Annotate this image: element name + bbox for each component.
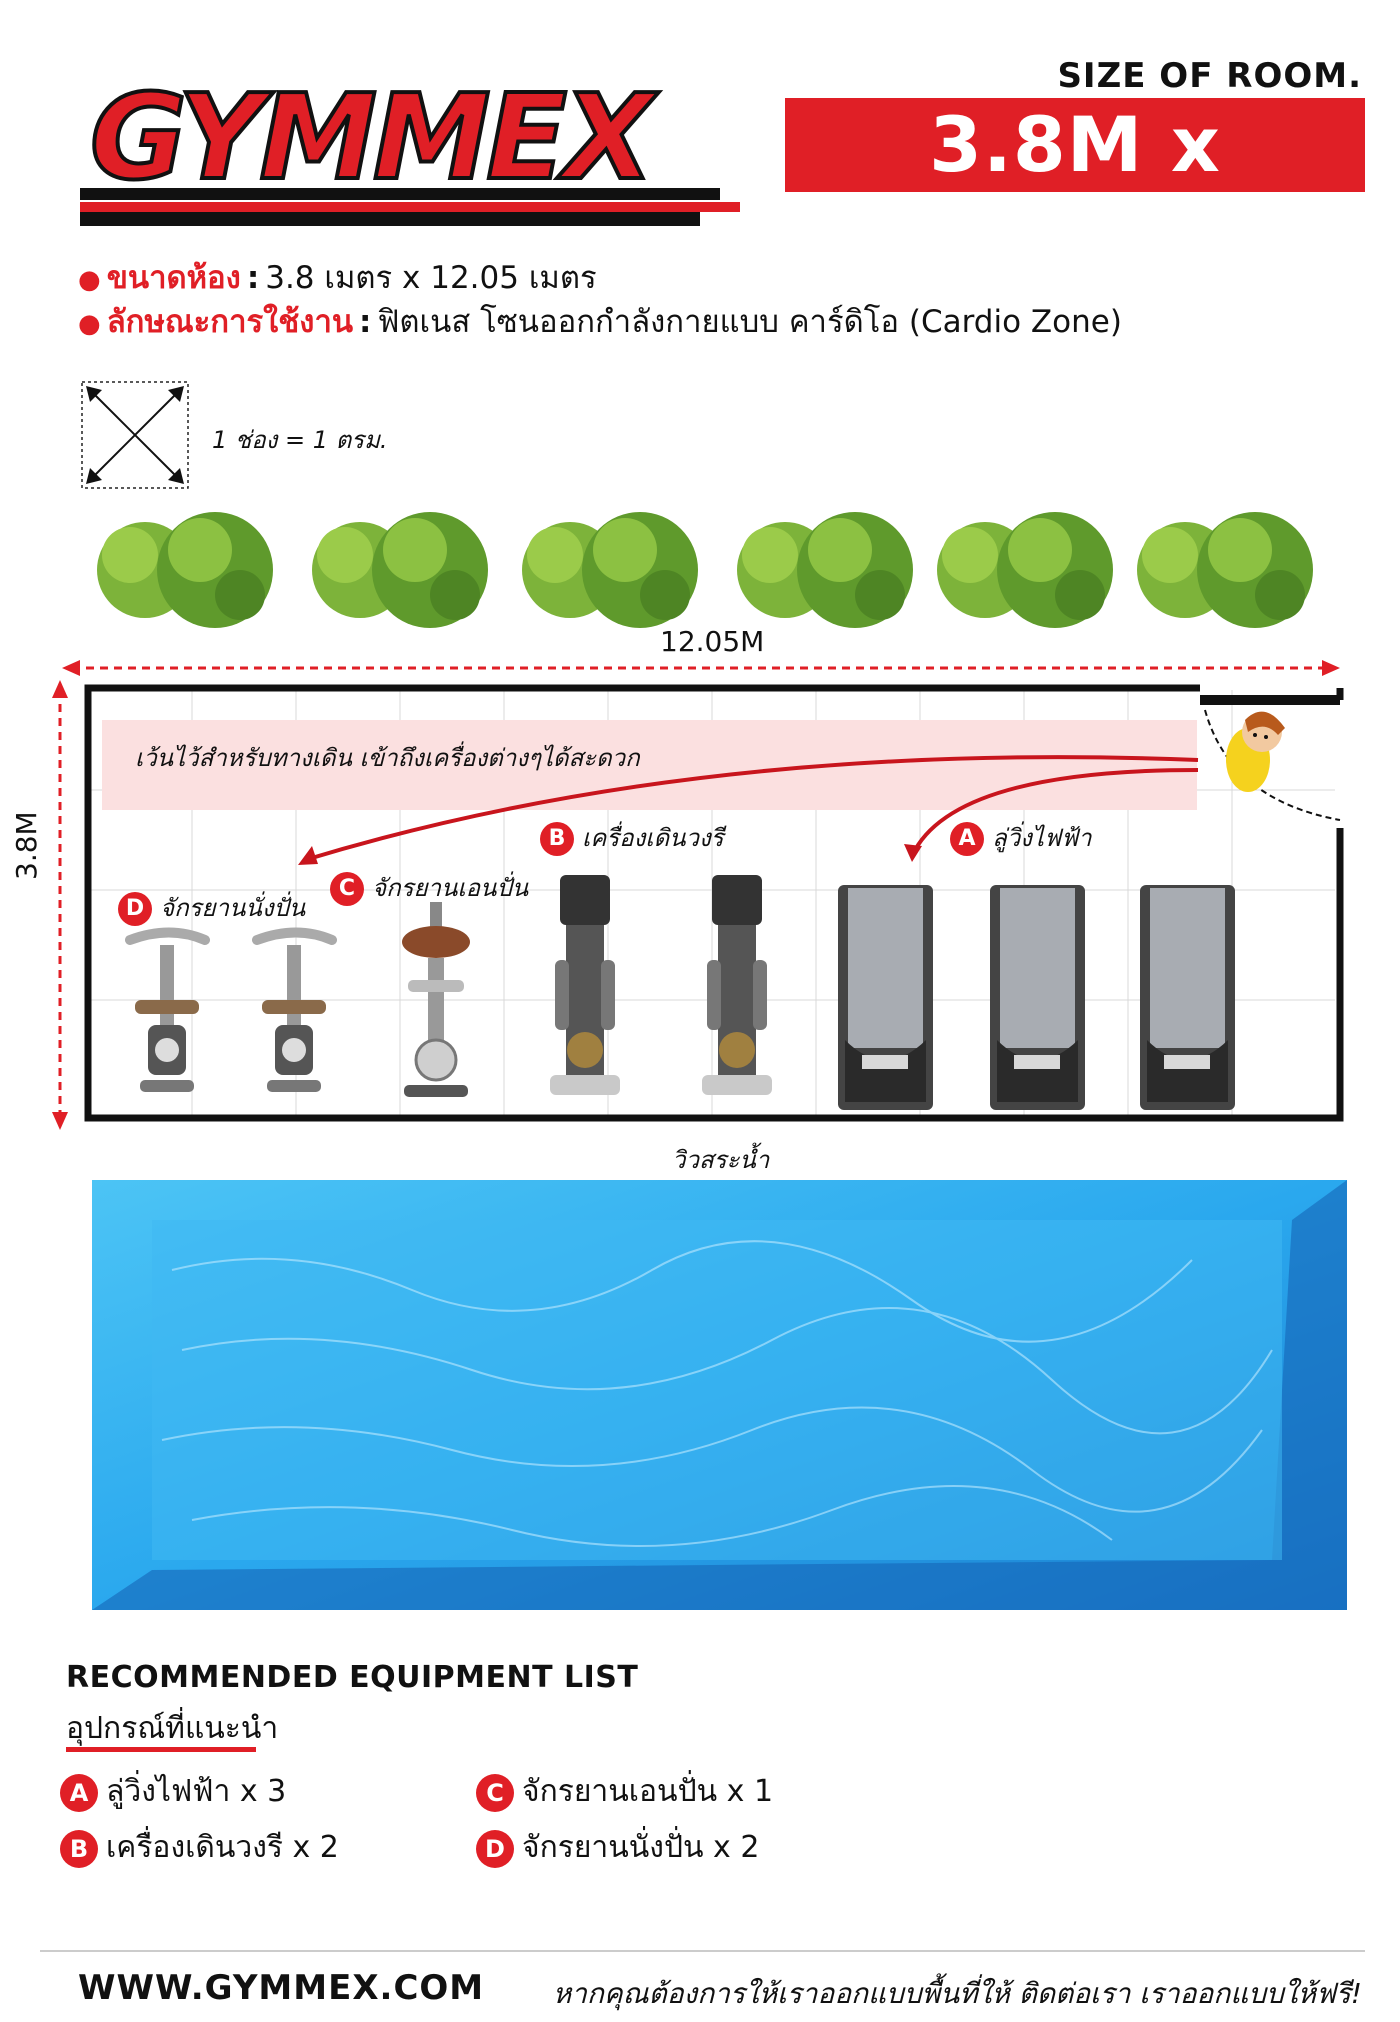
equipment-item-text: จักรยานเอนปั่น x 1 <box>522 1774 774 1809</box>
info-separator: : <box>246 260 260 296</box>
swimming-pool-image <box>92 1180 1347 1610</box>
svg-text:GYMMEX: GYMMEX <box>90 70 659 206</box>
equipment-list-title: RECOMMENDED EQUIPMENT LIST <box>66 1660 639 1695</box>
info-room-size: ●ขนาดห้อง:3.8 เมตร x 12.05 เมตร <box>78 252 597 302</box>
pool-view-label: วิวสระน้ำ <box>672 1146 770 1174</box>
upright-bike <box>252 927 337 1092</box>
info-size-key: ขนาดห้อง <box>106 260 241 296</box>
size-of-room-label: SIZE OF ROOM. <box>1057 56 1362 96</box>
info-size-value: 3.8 เมตร x 12.05 เมตร <box>265 260 597 296</box>
person-icon <box>1226 711 1285 792</box>
equipment-list-subtitle: อุปกรณ์ที่แนะนำ <box>66 1711 279 1746</box>
recumbent-bike <box>402 902 470 1097</box>
bullet-icon: ● <box>78 309 101 339</box>
walkway-area <box>102 720 1197 810</box>
tree-icon <box>737 512 913 628</box>
room-width-label: 12.05M <box>660 625 765 658</box>
floor-plan <box>52 660 1344 1130</box>
equipment-label-text: เครื่องเดินวงรี <box>582 824 724 852</box>
treadmill <box>1140 885 1235 1110</box>
info-usage: ●ลักษณะการใช้งาน:ฟิตเนส โซนออกกำลังกายแบ… <box>78 296 1122 346</box>
badge-b: B <box>60 1829 98 1868</box>
footer-call-to-action: หากคุณต้องการให้เราออกแบบพื้นที่ให้ ติดต… <box>552 1977 1362 2010</box>
elliptical-trainer <box>702 875 772 1095</box>
badge-a: A <box>950 822 984 856</box>
tree-icon <box>97 512 273 628</box>
info-usage-value: ฟิตเนส โซนออกกำลังกายแบบ คาร์ดิโอ (Cardi… <box>377 304 1122 340</box>
gymmex-logo: GYMMEX <box>80 70 740 226</box>
footer-divider <box>40 1950 1365 1952</box>
badge-c: C <box>476 1773 514 1812</box>
info-separator: : <box>359 304 372 340</box>
equipment-label-text: จักรยานเอนปั่น <box>372 874 529 902</box>
badge-a: A <box>60 1773 98 1812</box>
info-usage-key: ลักษณะการใช้งาน <box>106 304 354 340</box>
elliptical-trainer <box>550 875 620 1095</box>
badge-d: D <box>118 892 152 926</box>
room-size-value: 3.8M x 12.05M <box>785 98 1365 283</box>
grid-scale-icon <box>81 381 189 489</box>
tree-icon <box>312 512 488 628</box>
bullet-icon: ● <box>78 265 101 295</box>
equipment-label-a: A ลู่วิ่งไฟฟ้า <box>950 818 1091 857</box>
walk-path-arrow <box>298 755 1199 865</box>
equipment-item-text: เครื่องเดินวงรี x 2 <box>106 1830 339 1865</box>
width-dimension-arrow <box>62 660 1340 676</box>
website-link[interactable]: WWW.GYMMEX.COM <box>78 1968 485 2008</box>
badge-b: B <box>540 822 574 856</box>
badge-c: C <box>330 872 364 906</box>
upright-bike <box>125 927 210 1092</box>
tree-icon <box>522 512 698 628</box>
badge-d: D <box>476 1829 514 1868</box>
treadmill <box>990 885 1085 1110</box>
equipment-label-b: B เครื่องเดินวงรี <box>540 818 724 857</box>
height-dimension-arrow <box>52 680 68 1130</box>
equipment-label-c: C จักรยานเอนปั่น <box>330 868 528 907</box>
subtitle-underline <box>66 1747 256 1752</box>
scale-label: 1 ช่อง = 1 ตรม. <box>212 426 388 454</box>
equipment-label-text: ลู่วิ่งไฟฟ้า <box>992 824 1092 852</box>
equipment-label-d: D จักรยานนั่งปั่น <box>118 888 305 927</box>
room-height-label: 3.8M <box>10 811 43 880</box>
walkway-label: เว้นไว้สำหรับทางเดิน เข้าถึงเครื่องต่างๆ… <box>135 744 640 772</box>
tree-icon <box>1137 512 1313 628</box>
equipment-item-text: ลู่วิ่งไฟฟ้า x 3 <box>106 1774 287 1809</box>
walk-path-arrow <box>904 768 1199 862</box>
treadmill <box>838 885 933 1110</box>
equipment-label-text: จักรยานนั่งปั่น <box>160 894 306 922</box>
tree-icon <box>937 512 1113 628</box>
equipment-item-text: จักรยานนั่งปั่น x 2 <box>522 1830 760 1865</box>
door-icon <box>1200 695 1341 821</box>
